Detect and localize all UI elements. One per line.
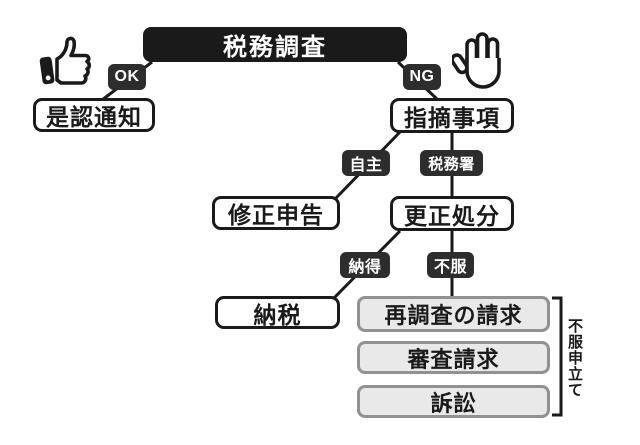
node-lawsuit: 訴訟 — [357, 385, 550, 418]
edge-label-object: 不服 — [427, 252, 474, 278]
edge-label-tax-office: 税務署 — [420, 150, 483, 176]
appeal-bracket — [552, 296, 563, 417]
node-pointed-out-items: 指摘事項 — [390, 98, 514, 133]
node-reinvestigation-request: 再調査の請求 — [357, 296, 550, 332]
edge-label-voluntary: 自主 — [342, 150, 390, 176]
thumbs-up-icon — [39, 36, 92, 85]
node-tax-payment: 納税 — [215, 296, 340, 329]
stop-hand-icon — [452, 32, 501, 89]
edge-label-ng: NG — [403, 64, 441, 90]
appeal-bracket-label: 不服申立て — [566, 318, 583, 398]
node-approval-notice: 是認通知 — [33, 98, 155, 132]
node-correction-disposition: 更正処分 — [390, 196, 514, 231]
edge-label-accept: 納得 — [340, 252, 390, 278]
node-examination-request: 審査請求 — [357, 341, 550, 374]
edge-label-ok: OK — [108, 64, 146, 90]
node-amended-return: 修正申告 — [212, 196, 340, 230]
node-tax-audit: 税務調査 — [143, 27, 407, 62]
